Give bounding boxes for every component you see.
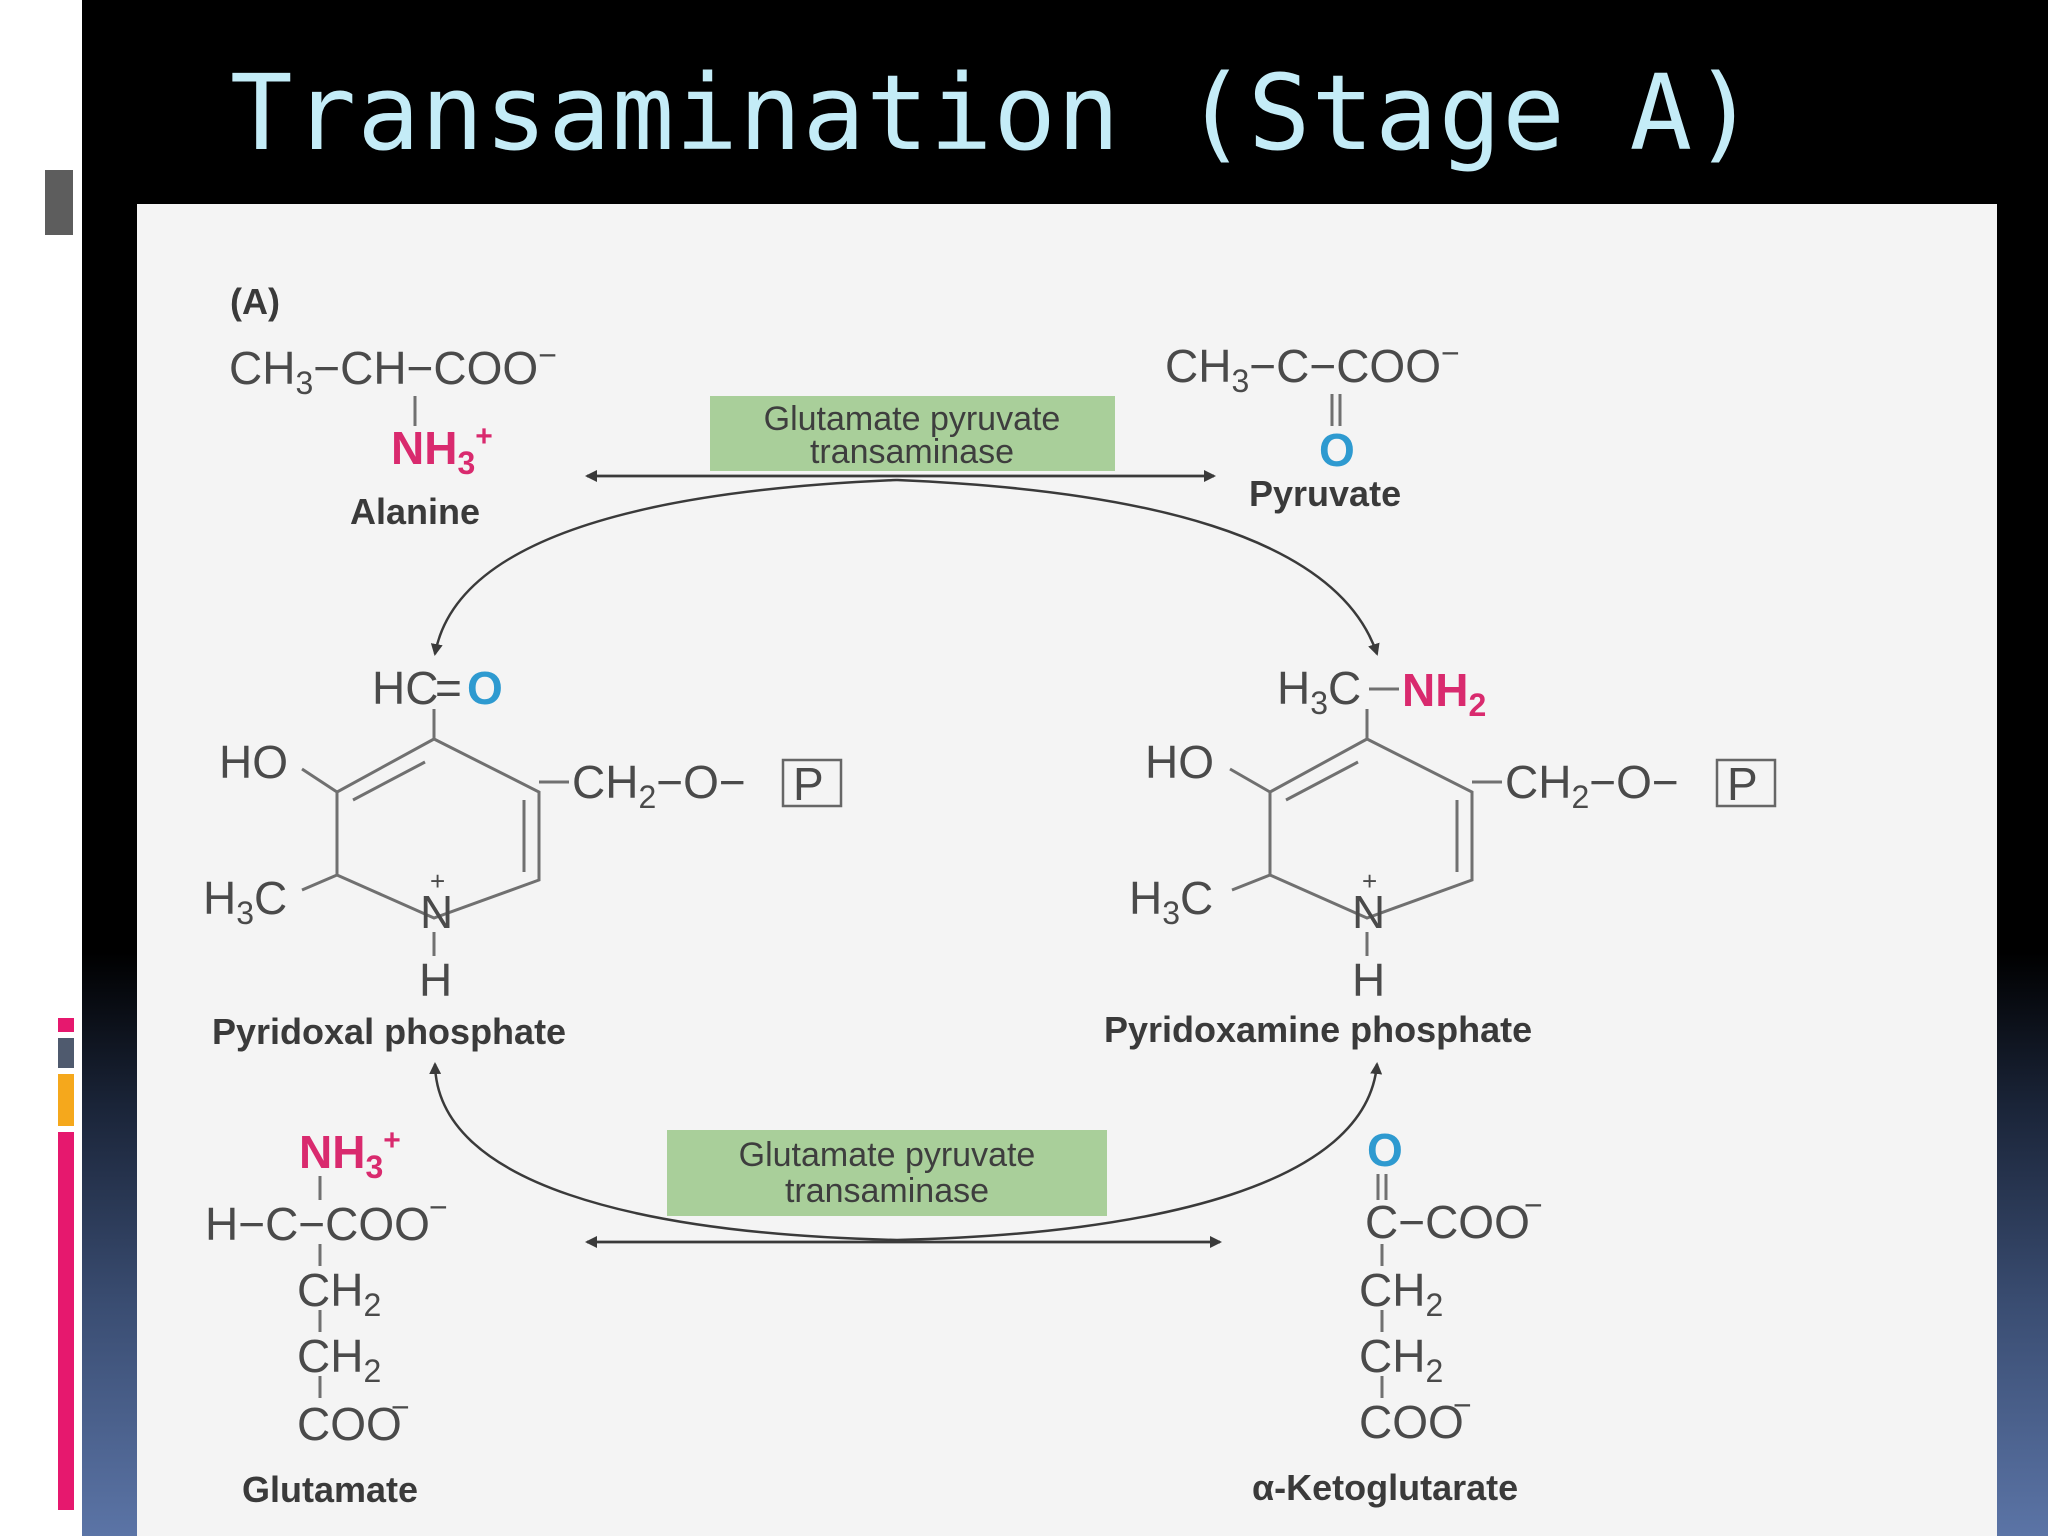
svg-text:COO: COO <box>1359 1396 1464 1448</box>
svg-text:HO: HO <box>1145 736 1214 788</box>
pyruvate-label: Pyruvate <box>1249 473 1401 514</box>
svg-text:−: − <box>429 1189 448 1225</box>
slide-title: Transamination (Stage A) <box>230 52 1757 174</box>
svg-text:H3C: H3C <box>1129 872 1213 931</box>
left-edge-strip <box>0 0 82 1536</box>
accent-bar-slate <box>58 1038 74 1068</box>
panel-label: (A) <box>230 281 280 322</box>
enzyme-top-line1: Glutamate pyruvate <box>764 400 1061 438</box>
glutamate-structure: NH3+ H−C−COO − CH2 CH2 COO − <box>205 1124 448 1450</box>
svg-text:H: H <box>1352 954 1385 1006</box>
svg-text:CH2−O−: CH2−O− <box>572 756 746 815</box>
svg-text:CH3−C−COO−: CH3−C−COO− <box>1165 335 1460 399</box>
cycle-arc-top-right <box>896 478 1380 656</box>
svg-text:NH2: NH2 <box>1402 664 1486 723</box>
enzyme-box-top <box>710 396 1115 471</box>
svg-text:C−COO: C−COO <box>1365 1196 1530 1248</box>
accent-bar-pink-long <box>58 1132 74 1510</box>
svg-text:N: N <box>1352 886 1385 938</box>
pyruvate-structure: CH3−C−COO− O <box>1165 335 1460 476</box>
svg-text:−: − <box>1524 1187 1543 1223</box>
svg-text:CH2: CH2 <box>297 1330 381 1389</box>
svg-text:CH3−CH−COO−: CH3−CH−COO− <box>229 337 557 401</box>
pyridoxamine-phosphate-label: Pyridoxamine phosphate <box>1104 1009 1532 1050</box>
alanine-structure: CH3−CH−COO− NH3+ <box>229 337 557 481</box>
svg-text:O: O <box>1367 1124 1403 1176</box>
enzyme-box-bottom <box>667 1130 1107 1216</box>
reaction-diagram: (A) Glutamate pyruvate transaminase Glut… <box>203 281 1777 1510</box>
cycle-arc-top-left <box>430 478 898 656</box>
pyridoxal-phosphate-label: Pyridoxal phosphate <box>212 1011 566 1052</box>
svg-text:H−C−COO: H−C−COO <box>205 1198 430 1250</box>
enzyme-top-line2: transaminase <box>810 433 1014 471</box>
svg-text:+: + <box>430 866 445 896</box>
enzyme-bottom-line1: Glutamate pyruvate <box>739 1136 1036 1174</box>
svg-text:−: − <box>1453 1387 1472 1423</box>
cycle-arc-bottom-left <box>429 1062 898 1242</box>
svg-text:HO: HO <box>219 736 288 788</box>
alanine-label: Alanine <box>350 491 480 532</box>
pyridoxal-phosphate-structure: HC = O HO H3C N + H CH2−O− P <box>203 662 843 1006</box>
pyridoxamine-phosphate-structure: H3C NH2 HO H3C N + H CH2−O− P <box>1129 662 1777 1006</box>
svg-text:CH2−O−: CH2−O− <box>1505 756 1679 815</box>
svg-text:CH2: CH2 <box>1359 1330 1443 1389</box>
enzyme-bottom-line2: transaminase <box>785 1172 989 1210</box>
svg-text:O: O <box>1319 424 1355 476</box>
svg-text:P: P <box>1727 758 1758 810</box>
transamination-figure: (A) Glutamate pyruvate transaminase Glut… <box>137 204 1997 1536</box>
svg-text:−: − <box>391 1389 410 1425</box>
accent-bar-grey-top <box>45 170 73 235</box>
svg-text:HC: HC <box>372 662 438 714</box>
svg-text:COO: COO <box>297 1398 402 1450</box>
svg-text:H3C: H3C <box>203 872 287 931</box>
svg-text:=: = <box>435 662 462 714</box>
svg-text:H: H <box>419 954 452 1006</box>
svg-text:P: P <box>793 758 824 810</box>
svg-text:+: + <box>1362 866 1377 896</box>
alpha-ketoglutarate-label: α-Ketoglutarate <box>1252 1467 1518 1508</box>
cycle-arc-bottom-right <box>896 1062 1383 1242</box>
glutamate-label: Glutamate <box>242 1469 418 1510</box>
accent-bar-orange <box>58 1074 74 1126</box>
alpha-ketoglutarate-structure: O C−COO − CH2 CH2 COO − <box>1359 1124 1543 1448</box>
accent-bar-pink-small <box>58 1018 74 1032</box>
svg-text:O: O <box>467 662 503 714</box>
svg-text:CH2: CH2 <box>297 1264 381 1323</box>
svg-text:N: N <box>420 886 453 938</box>
svg-text:NH3+: NH3+ <box>391 420 493 481</box>
svg-text:NH3+: NH3+ <box>299 1124 401 1185</box>
svg-text:CH2: CH2 <box>1359 1264 1443 1323</box>
svg-text:H3C: H3C <box>1277 662 1361 721</box>
